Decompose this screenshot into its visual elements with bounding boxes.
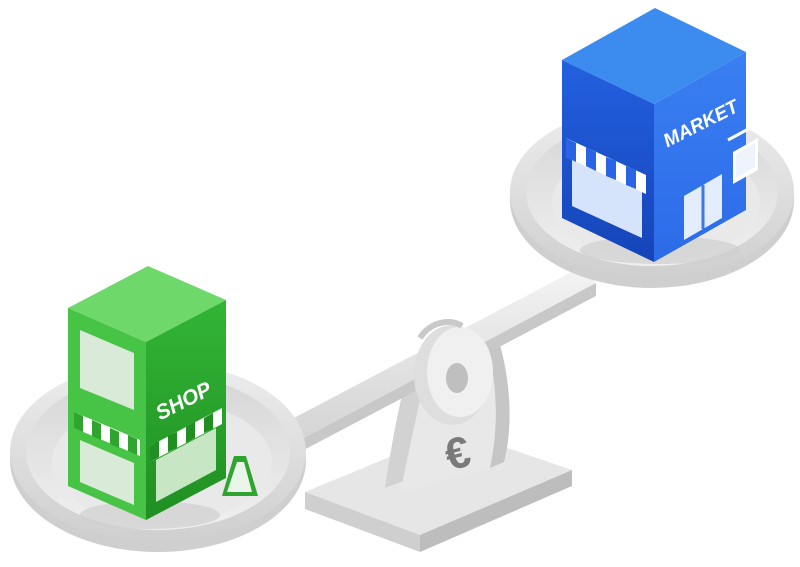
market-building: MARKET xyxy=(562,8,758,264)
market-hanging-sign xyxy=(727,125,758,184)
market-awning xyxy=(566,138,646,194)
shop-building: SHOP xyxy=(68,266,258,529)
market-door xyxy=(684,174,722,240)
scale-pivot xyxy=(414,319,493,425)
shop-sandwich-board xyxy=(222,456,258,496)
shop-awning-right xyxy=(150,408,222,462)
shop-awning-left xyxy=(74,412,140,456)
